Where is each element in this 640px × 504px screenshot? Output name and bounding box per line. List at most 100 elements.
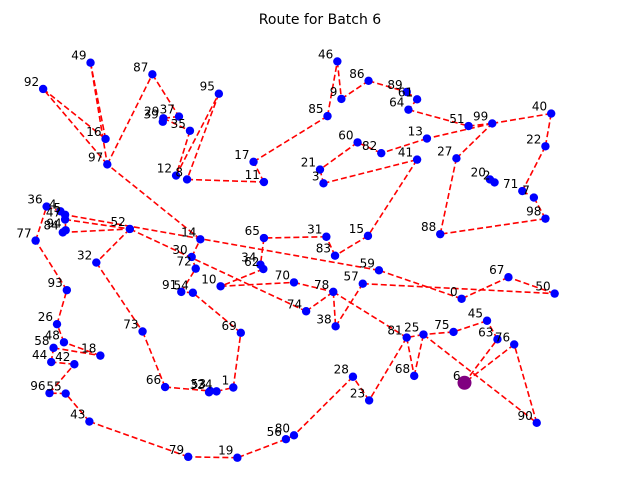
node-label: 75	[434, 318, 449, 332]
node-marker	[177, 287, 186, 297]
node-label: 44	[32, 348, 47, 362]
node-marker	[174, 112, 184, 121]
node-marker	[364, 76, 373, 86]
route-segment	[334, 283, 364, 327]
node-label: 79	[169, 443, 184, 457]
node-marker	[510, 340, 519, 349]
node-marker	[358, 279, 367, 288]
node-marker	[353, 138, 362, 147]
route-segment	[305, 291, 334, 312]
node-label: 8	[175, 165, 183, 179]
node-marker	[103, 160, 112, 169]
route-segment	[332, 291, 408, 339]
node-marker	[337, 94, 346, 104]
route-segment	[413, 334, 425, 377]
route-segment	[367, 159, 418, 237]
node-marker	[364, 396, 374, 405]
node-marker	[329, 287, 338, 297]
route-segment	[544, 113, 552, 147]
node-label: 50	[535, 280, 550, 294]
node-label: 38	[316, 312, 331, 326]
node-label: 35	[171, 117, 186, 131]
node-label: 72	[176, 255, 191, 269]
node-label: 42	[55, 350, 70, 364]
node-marker	[322, 232, 331, 241]
route-segment	[439, 158, 458, 235]
node-marker	[464, 121, 473, 131]
node-label: 54	[174, 279, 189, 293]
node-label: 76	[495, 330, 510, 344]
node-marker	[412, 155, 422, 164]
node-label: 46	[318, 47, 333, 61]
node-marker	[216, 282, 225, 291]
node-marker	[259, 177, 269, 187]
route-segment	[319, 141, 359, 171]
node-label: 21	[301, 156, 316, 170]
route-segment	[334, 235, 369, 257]
node-label: 20	[471, 165, 486, 179]
node-label: 16	[86, 125, 101, 139]
start-node-marker	[457, 375, 472, 390]
node-label: 32	[77, 249, 92, 263]
node-label: 63	[478, 325, 493, 339]
route-segment	[461, 276, 509, 300]
node-label: 88	[421, 220, 436, 234]
node-marker	[374, 266, 384, 275]
node-label: 51	[449, 112, 464, 126]
node-label: 65	[245, 224, 260, 238]
node-marker	[42, 202, 51, 211]
route-segment	[95, 262, 144, 332]
node-label: 34	[241, 251, 256, 265]
node-label: 13	[408, 125, 423, 139]
route-segment	[151, 73, 180, 117]
node-label: 69	[222, 319, 237, 333]
node-label: 28	[334, 363, 349, 377]
route-segment	[180, 268, 197, 293]
node-label: 4	[49, 197, 57, 211]
route-segment	[188, 456, 238, 459]
route-segment	[293, 376, 354, 436]
route-segment	[187, 178, 264, 183]
node-marker	[402, 87, 411, 97]
node-marker	[96, 351, 105, 360]
node-marker	[62, 285, 72, 295]
node-label: 56	[267, 425, 282, 439]
route-segment	[293, 281, 334, 293]
route-segment	[65, 393, 90, 423]
node-marker	[31, 236, 40, 245]
node-label: 82	[362, 139, 377, 153]
node-label: 41	[398, 146, 413, 160]
node-marker	[550, 289, 559, 298]
node-label: 94	[46, 216, 61, 230]
node-label: 83	[316, 242, 331, 256]
route-segment	[165, 386, 211, 392]
node-marker	[485, 175, 495, 184]
node-label: 73	[123, 318, 138, 332]
node-label: 1	[222, 374, 230, 388]
node-marker	[482, 316, 492, 325]
node-marker	[182, 175, 192, 184]
node-marker	[214, 89, 224, 98]
node-label: 86	[349, 67, 364, 81]
node-label: 19	[218, 444, 233, 458]
route-segment	[405, 337, 415, 377]
node-label: 15	[349, 222, 364, 236]
route-segment	[440, 217, 546, 235]
node-marker	[38, 84, 48, 94]
route-segment	[220, 281, 295, 288]
node-label: 36	[27, 193, 42, 207]
route-segment	[422, 333, 538, 424]
node-marker	[493, 335, 502, 344]
route-segment	[464, 343, 515, 384]
node-label: 93	[48, 276, 63, 290]
node-label: 91	[162, 278, 177, 292]
node-label: 47	[46, 206, 61, 220]
node-marker	[404, 105, 413, 114]
node-marker	[377, 148, 386, 158]
node-marker	[61, 389, 70, 398]
node-label: 7	[522, 184, 530, 198]
node-label: 25	[404, 321, 419, 335]
node-label: 70	[275, 268, 290, 282]
route-segment	[513, 344, 538, 424]
node-marker	[148, 70, 157, 79]
